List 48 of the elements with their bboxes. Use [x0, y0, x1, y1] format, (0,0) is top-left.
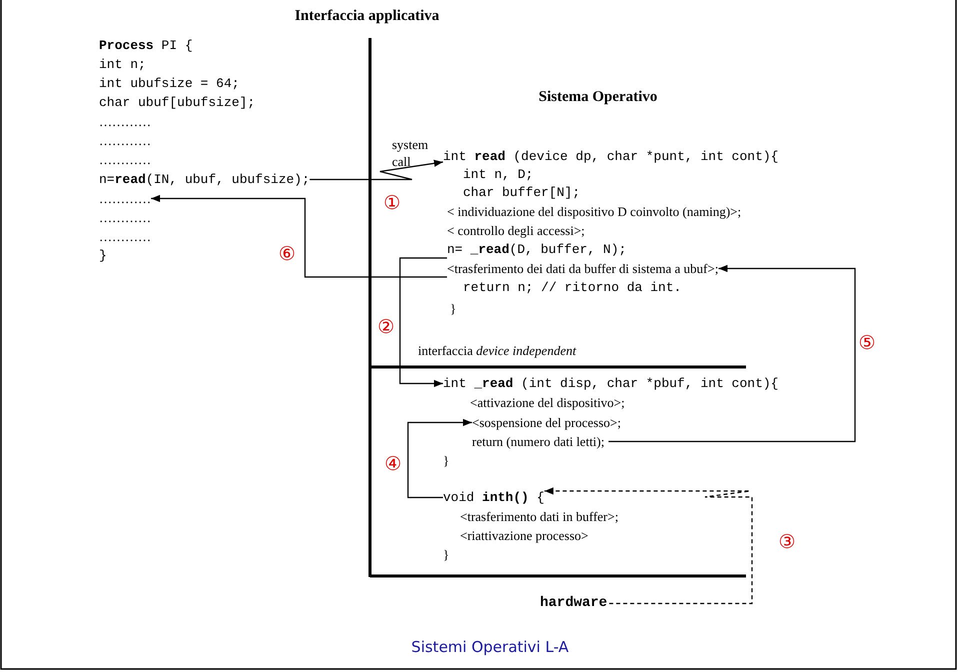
code-line: < controllo degli accessi>; — [447, 222, 585, 239]
code-line: char ubuf[ubufsize]; — [99, 94, 256, 111]
footer-caption: Sistemi Operativi L-A — [411, 638, 569, 656]
code-line: n= _read(D, buffer, N); — [447, 241, 626, 258]
code-line: ………… — [99, 113, 151, 130]
code-line: <trasferimento dati in buffer>; — [460, 508, 618, 525]
code-line: int read (device dp, char *punt, int cont){ — [443, 148, 778, 165]
step-number: ④ — [384, 454, 402, 474]
arrow — [407, 418, 472, 498]
code-line: int n; — [99, 56, 146, 73]
code-line: int ubufsize = 64; — [99, 75, 240, 92]
code-line: int _read (int disp, char *pbuf, int cont){ — [443, 375, 778, 392]
code-line: n=read(IN, ubuf, ubufsize); — [99, 171, 310, 188]
code-line: ………… — [99, 228, 151, 245]
code-line: } — [443, 452, 450, 469]
arrow — [399, 257, 447, 388]
section-heading: Interfaccia applicativa — [294, 8, 440, 25]
step-number: ③ — [778, 532, 796, 552]
step-number: ⑤ — [858, 333, 876, 353]
code-line: } — [99, 247, 107, 264]
code-line: ………… — [99, 151, 151, 168]
layer-label: interfaccia device independent — [418, 343, 576, 359]
code-line: } — [450, 300, 456, 317]
code-line: ………… — [99, 132, 151, 149]
code-line: <attivazione del dispositivo>; — [470, 394, 625, 411]
arrow — [544, 487, 753, 604]
step-number: ② — [377, 317, 395, 337]
annotation-text: system call — [392, 136, 430, 170]
code-line: return (numero dati letti); — [472, 433, 604, 450]
layer-label: hardware — [540, 595, 608, 612]
arrow — [310, 160, 444, 180]
code-line: Process PI { — [99, 37, 193, 54]
code-line: } — [443, 546, 450, 563]
code-line: <sospensione del processo>; — [472, 414, 621, 431]
arrow — [608, 264, 856, 442]
code-line: return n; // ritorno da int. — [463, 279, 682, 296]
code-line: char buffer[N]; — [463, 184, 580, 201]
code-line: void inth() { — [443, 489, 544, 506]
code-line: <trasferimento dei dati da buffer di sistema a ubuf>; — [447, 260, 718, 277]
code-line: <riattivazione processo> — [460, 527, 588, 544]
code-line: ………… — [99, 190, 151, 207]
code-line: int n, D; — [463, 166, 534, 183]
section-heading: Sistema Operativo — [538, 89, 658, 106]
code-line: ………… — [99, 209, 151, 226]
step-number: ① — [383, 193, 401, 213]
step-number: ⑥ — [278, 244, 296, 264]
arrow — [151, 194, 447, 278]
code-line: < individuazione del dispositivo D coinvolto (naming)>; — [447, 203, 742, 220]
